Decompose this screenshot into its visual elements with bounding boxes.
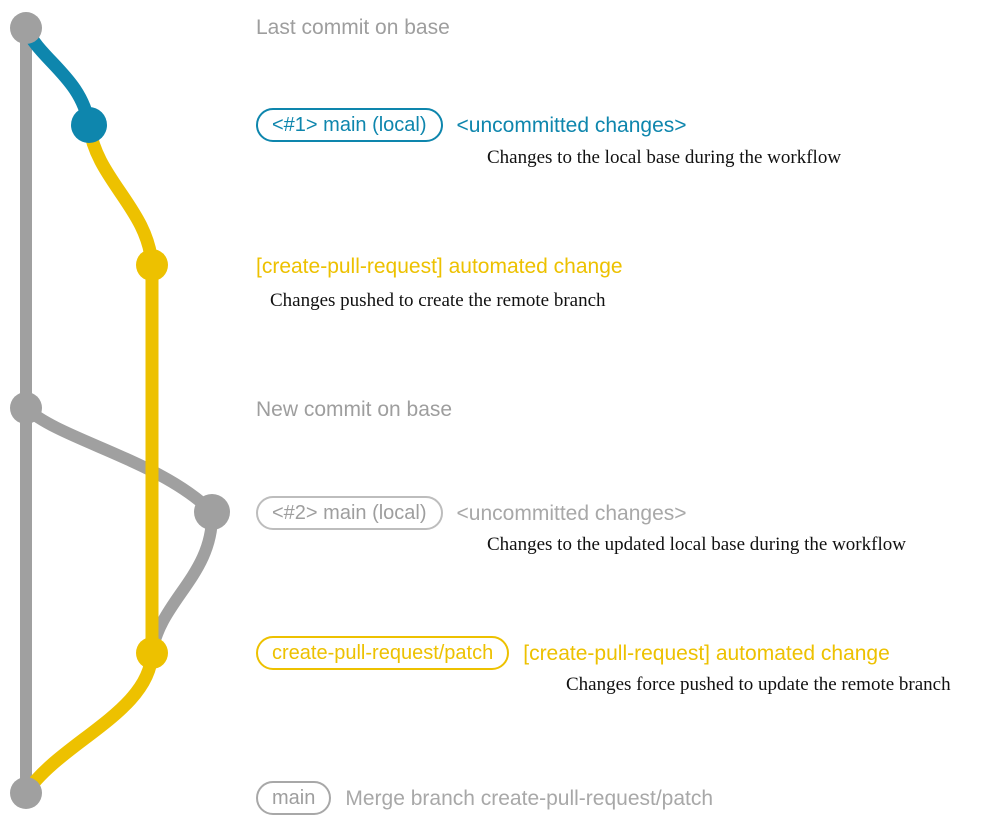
- commit-message-automated-2: [create-pull-request] automated change: [523, 641, 890, 665]
- commit-description-automated-1: Changes pushed to create the remote bran…: [270, 290, 606, 311]
- section-heading-last-commit: Last commit on base: [256, 16, 450, 39]
- commit-message-uncommitted-1: <uncommitted changes>: [456, 113, 687, 137]
- commit-description-local-2: Changes to the updated local base during…: [487, 534, 906, 555]
- base-to-local2-curve: [20, 402, 218, 518]
- branch-pill-patch[interactable]: create-pull-request/patch: [256, 636, 510, 670]
- node-automated-change-1[interactable]: [136, 249, 168, 281]
- node-local-2[interactable]: [194, 494, 230, 530]
- node-new-commit-on-base[interactable]: [10, 392, 42, 424]
- commit-description-automated-2: Changes force pushed to update the remot…: [566, 674, 951, 695]
- row-merge: main Merge branch create-pull-request/pa…: [256, 781, 713, 815]
- row-local-1: <#1> main (local) <uncommitted changes>: [256, 108, 687, 142]
- row-automated-change-2: create-pull-request/patch [create-pull-r…: [256, 636, 890, 670]
- branch-pill-local-1[interactable]: <#1> main (local): [256, 108, 443, 142]
- node-automated-change-2[interactable]: [136, 637, 168, 669]
- node-local-1[interactable]: [71, 107, 107, 143]
- row-new-commit-on-base: New commit on base: [256, 399, 452, 420]
- branch-pill-main[interactable]: main: [256, 781, 332, 815]
- node-merge-main[interactable]: [10, 777, 42, 809]
- commit-message-merge: Merge branch create-pull-request/patch: [345, 786, 714, 810]
- local1-to-automated1-curve: [82, 118, 159, 272]
- local2-to-patch-curve: [146, 506, 219, 659]
- row-local-2: <#2> main (local) <uncommitted changes>: [256, 496, 687, 530]
- commit-message-uncommitted-2: <uncommitted changes>: [456, 501, 687, 525]
- commit-message-automated-1: [create-pull-request] automated change: [256, 255, 623, 278]
- section-heading-new-commit: New commit on base: [256, 398, 453, 421]
- commit-description-local-1: Changes to the local base during the wor…: [487, 147, 842, 168]
- node-last-commit-on-base[interactable]: [10, 12, 42, 44]
- patch-to-merge-curve: [19, 646, 159, 800]
- row-automated-change-1: [create-pull-request] automated change: [256, 256, 623, 277]
- row-last-commit-on-base: Last commit on base: [256, 17, 450, 38]
- branch-pill-local-2[interactable]: <#2> main (local): [256, 496, 443, 530]
